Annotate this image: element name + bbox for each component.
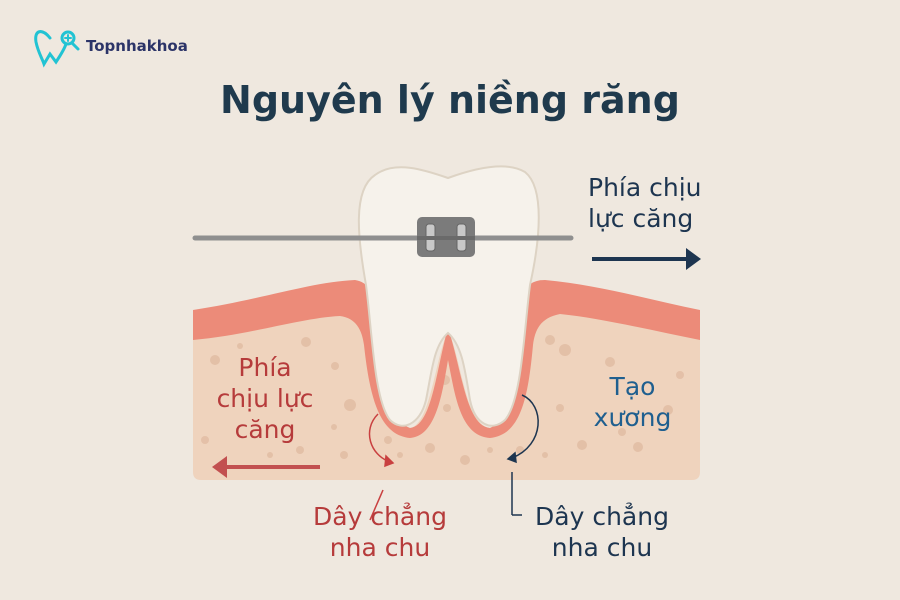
gum: [193, 280, 700, 438]
bracket: [417, 217, 475, 257]
page-title: Nguyên lý niềng răng: [220, 78, 680, 122]
label-line: xương: [593, 403, 672, 432]
label-line: chịu lực: [216, 384, 314, 413]
label-line: Dây chẳng: [313, 502, 447, 531]
label-left-tension: Phía chịu lực căng: [205, 352, 325, 445]
label-bone-formation: Tạo xương: [580, 371, 685, 433]
label-line: lực căng: [588, 204, 694, 233]
left-arrow-icon: [212, 456, 320, 478]
label-line: Phía: [238, 353, 292, 382]
label-line: nha chu: [329, 533, 431, 562]
label-right-tension: Phía chịu lực căng: [588, 172, 702, 234]
tooth: [357, 165, 540, 427]
brand-name: Topnhakhoa: [86, 37, 188, 55]
label-line: Dây chẳng: [535, 502, 669, 531]
bone-tissue: [193, 280, 700, 480]
label-line: Tạo: [609, 372, 656, 401]
tooth-logo-icon: [34, 30, 80, 68]
right-arrow-icon: [592, 248, 701, 270]
label-ligament-right: Dây chẳng nha chu: [522, 501, 682, 563]
label-line: nha chu: [551, 533, 653, 562]
label-line: Phía chịu: [588, 173, 702, 202]
curved-arrow-dark-icon: [506, 394, 539, 516]
curved-arrow-red-icon: [368, 413, 395, 521]
label-line: căng: [234, 415, 296, 444]
label-ligament-left: Dây chẳng nha chu: [300, 501, 460, 563]
